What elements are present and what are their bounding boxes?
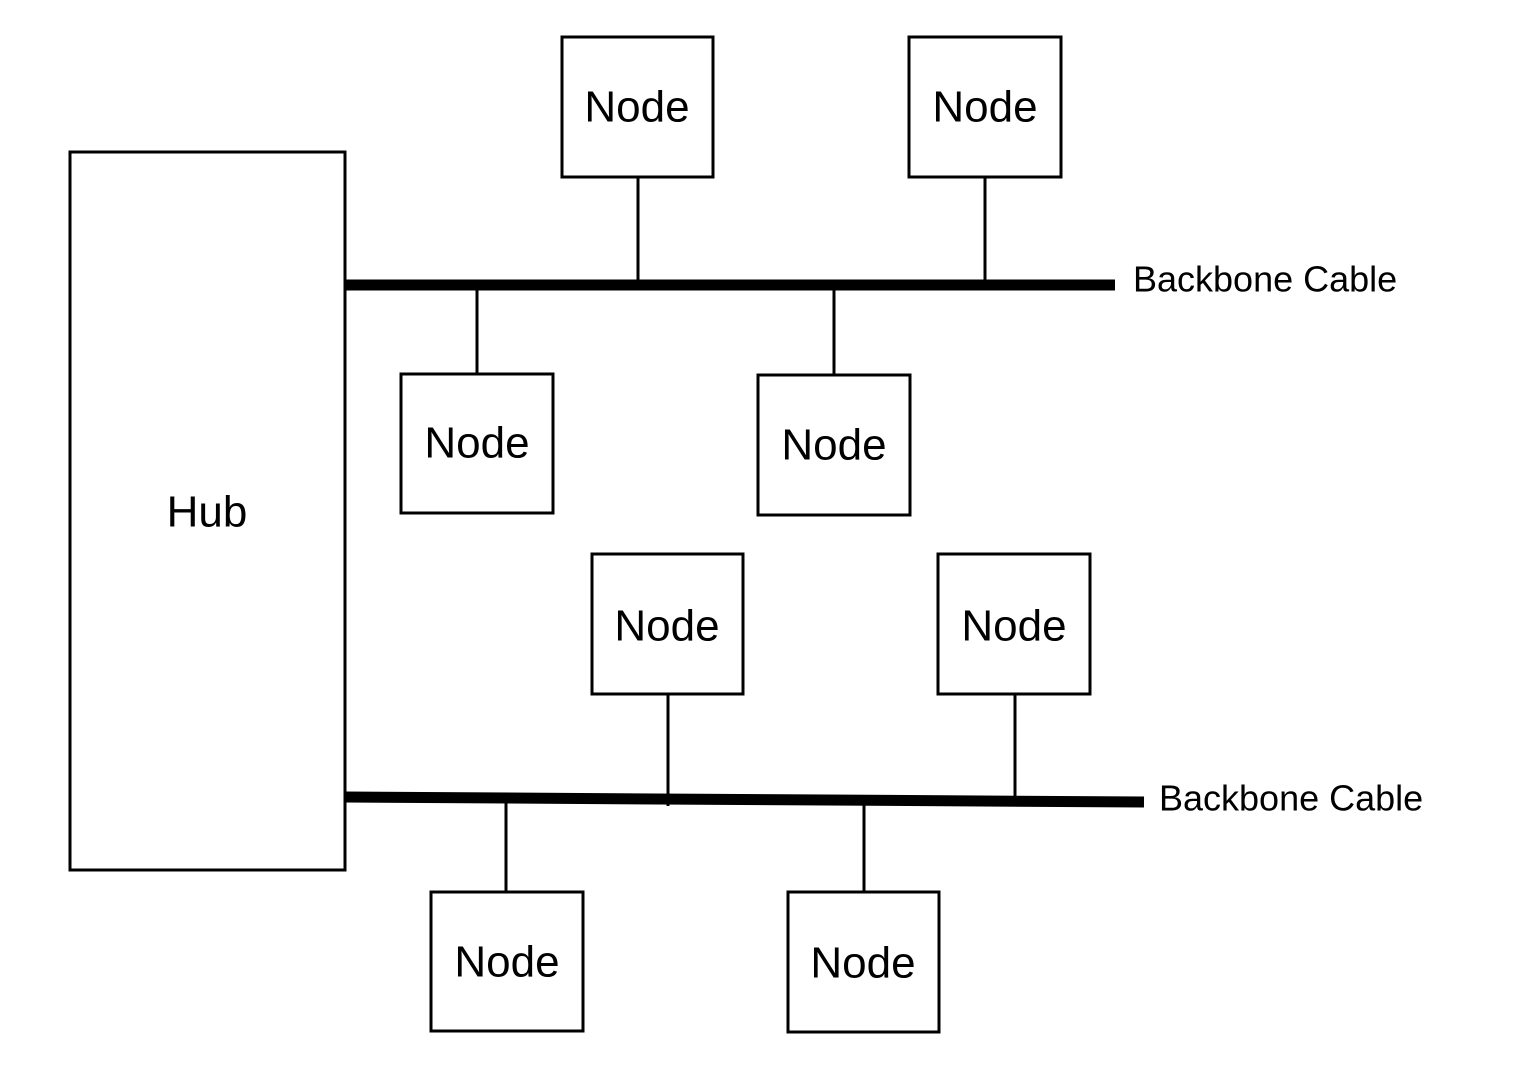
backbone-lower: Backbone Cable Node Node Node Node <box>344 552 1423 1034</box>
node-label: Node <box>584 83 689 132</box>
node-label: Node <box>932 83 1037 132</box>
node-box <box>907 35 1063 179</box>
backbone-upper: Backbone Cable Node Node Node Node <box>345 35 1397 517</box>
node-upper-bottom-1: Node <box>399 285 555 515</box>
hub: Hub <box>68 150 347 872</box>
node-label: Node <box>961 602 1066 651</box>
node-label: Node <box>424 419 529 468</box>
node-lower-top-2: Node <box>936 552 1092 800</box>
node-label: Node <box>454 938 559 987</box>
hub-box <box>68 150 347 872</box>
node-upper-top-1: Node <box>560 35 715 285</box>
node-lower-top-1: Node <box>590 552 745 806</box>
backbone-cable-lower-label: Backbone Cable <box>1159 778 1423 819</box>
node-box <box>560 35 715 179</box>
node-lower-bottom-1: Node <box>429 798 585 1033</box>
node-label: Node <box>614 602 719 651</box>
node-upper-bottom-2: Node <box>756 285 912 517</box>
node-box <box>756 373 912 517</box>
hub-label: Hub <box>167 488 248 537</box>
node-box <box>399 372 555 515</box>
node-label: Node <box>781 421 886 470</box>
backbone-cable-lower <box>344 791 1145 808</box>
node-upper-top-2: Node <box>907 35 1063 285</box>
node-box <box>936 552 1092 696</box>
node-box <box>590 552 745 696</box>
node-box <box>429 890 585 1033</box>
node-label: Node <box>810 939 915 988</box>
backbone-cable-upper-label: Backbone Cable <box>1133 259 1397 300</box>
node-box <box>786 890 941 1034</box>
node-lower-bottom-2: Node <box>786 800 941 1034</box>
